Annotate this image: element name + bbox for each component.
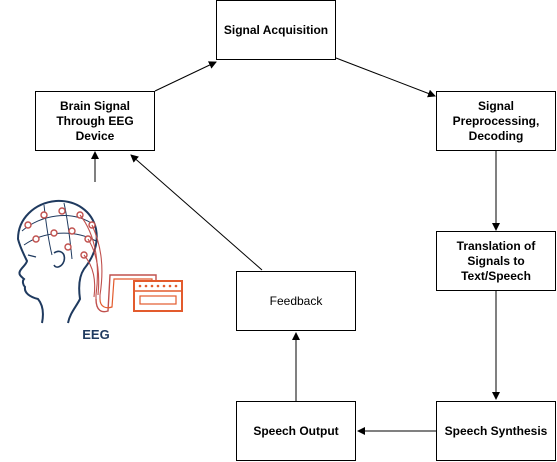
node-feedback: Feedback bbox=[236, 271, 356, 331]
arrow-brain-to-acquisition bbox=[154, 61, 217, 92]
node-translation: Translation of Signals to Text/Speech bbox=[436, 231, 556, 291]
eeg-label: EEG bbox=[82, 327, 109, 342]
eeg-amplifier bbox=[133, 280, 183, 312]
head-outline bbox=[16, 199, 98, 324]
ear bbox=[53, 250, 66, 268]
node-speech-synthesis: Speech Synthesis bbox=[436, 401, 556, 461]
node-signal-preprocessing: Signal Preprocessing, Decoding bbox=[436, 91, 556, 151]
eeg-headset-icon: EEG bbox=[16, 199, 183, 342]
arrow-acquisition-to-preprocessing bbox=[335, 57, 436, 98]
arrow-feedback-to-brain bbox=[130, 154, 263, 271]
node-brain-signal: Brain Signal Through EEG Device bbox=[35, 91, 155, 151]
node-speech-output: Speech Output bbox=[236, 401, 356, 461]
eye bbox=[27, 254, 37, 258]
node-signal-acquisition: Signal Acquisition bbox=[216, 0, 336, 60]
